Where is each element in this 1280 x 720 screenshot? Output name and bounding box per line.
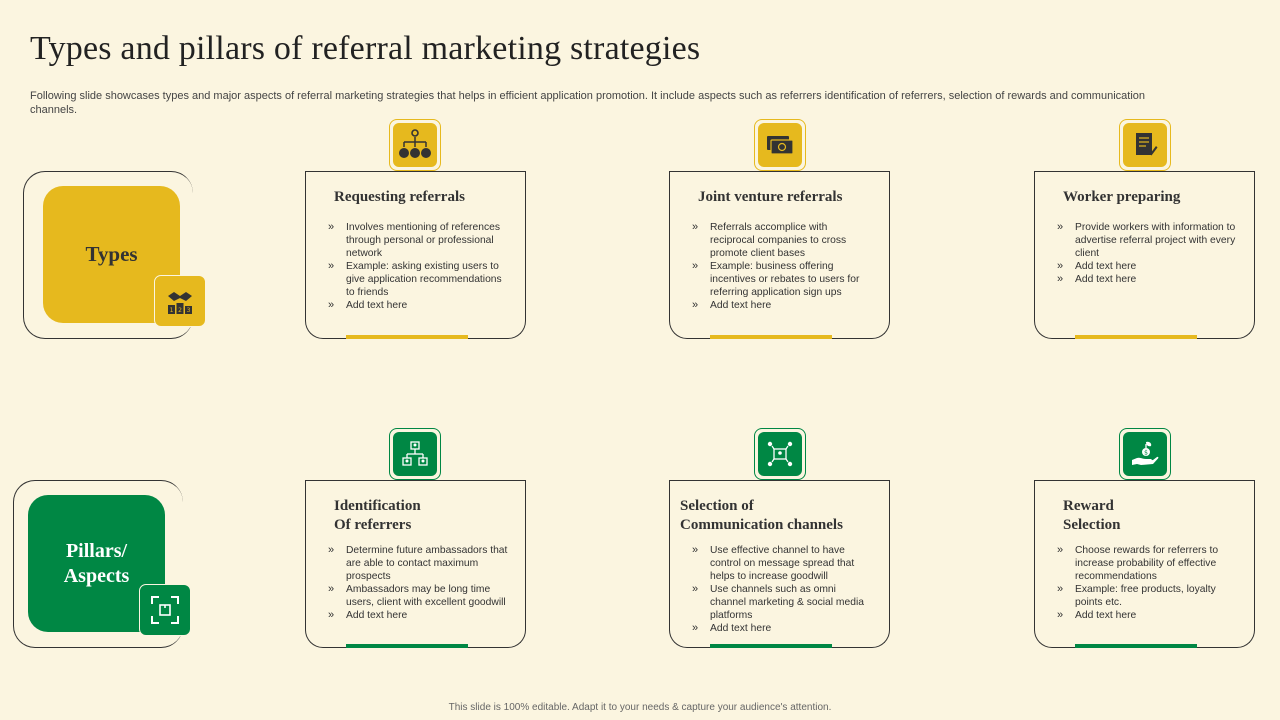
card-title-line1: Selection of <box>680 498 754 514</box>
pillar-card-communication-channels: Selection of Communication channels Use … <box>669 480 890 648</box>
list-item: Add text here <box>692 622 872 635</box>
list-item: Add text here <box>1057 260 1237 273</box>
list-item: Referrals accomplice with reciprocal com… <box>692 221 872 260</box>
card-accent-bar <box>346 644 468 648</box>
list-item: Involves mentioning of references throug… <box>328 221 508 260</box>
svg-text:3: 3 <box>187 307 191 314</box>
types-row-frame <box>23 171 193 339</box>
joint-venture-icon-box <box>754 119 806 171</box>
page-title: Types and pillars of referral marketing … <box>30 30 701 67</box>
type-card-joint-venture-referrals: Joint venture referrals Referrals accomp… <box>669 171 890 339</box>
card-title: Joint venture referrals <box>698 189 843 205</box>
document-pen-icon <box>1136 133 1158 156</box>
requesting-referrals-icon-box <box>389 119 441 171</box>
type-card-requesting-referrals: Requesting referrals Involves mentioning… <box>305 171 526 339</box>
card-accent-bar <box>1075 644 1197 648</box>
card-accent-bar <box>1075 335 1197 339</box>
card-title-line1: Identification <box>334 498 421 514</box>
card-title-line1: Reward <box>1063 498 1114 514</box>
footer-note: This slide is 100% editable. Adapt it to… <box>448 702 832 713</box>
pillar-card-reward-selection: Reward Selection Choose rewards for refe… <box>1034 480 1255 648</box>
list-item: Choose rewards for referrers to increase… <box>1057 544 1237 583</box>
reward-icon-box: $ <box>1119 428 1171 480</box>
card-bullets: Involves mentioning of references throug… <box>328 221 508 312</box>
card-bullets: Determine future ambassadors that are ab… <box>328 544 508 622</box>
identification-icon-box <box>389 428 441 480</box>
card-title: Identification Of referrers <box>334 497 421 535</box>
card-accent-bar <box>710 644 832 648</box>
card-title-line2: Selection <box>1063 517 1121 533</box>
handshake-podium-icon: 1 2 3 <box>168 292 192 314</box>
hand-money-plant-icon: $ <box>1132 441 1159 465</box>
svg-text:$: $ <box>1144 450 1148 457</box>
list-item: Determine future ambassadors that are ab… <box>328 544 508 583</box>
card-title-line2: Of referrers <box>334 517 412 533</box>
list-item: Add text here <box>1057 609 1237 622</box>
card-bullets: Provide workers with information to adve… <box>1057 221 1237 286</box>
list-item: Add text here <box>328 609 508 622</box>
card-title: Reward Selection <box>1063 497 1121 535</box>
list-item: Add text here <box>328 299 508 312</box>
pillars-row-frame <box>13 480 183 648</box>
list-item: Use channels such as omni channel market… <box>692 583 872 622</box>
money-stack-icon <box>767 136 794 155</box>
pillar-card-identification: Identification Of referrers Determine fu… <box>305 480 526 648</box>
list-item: Add text here <box>692 299 872 312</box>
card-accent-bar <box>710 335 832 339</box>
list-item: Example: asking existing users to give a… <box>328 260 508 299</box>
card-title: Selection of Communication channels <box>680 497 843 535</box>
list-item: Ambassadors may be long time users, clie… <box>328 583 508 609</box>
focus-frame-icon <box>151 596 179 624</box>
types-badge: 1 2 3 <box>154 275 206 327</box>
list-item: Provide workers with information to adve… <box>1057 221 1237 260</box>
card-title: Requesting referrals <box>334 189 465 205</box>
type-card-worker-preparing: Worker preparing Provide workers with in… <box>1034 171 1255 339</box>
page-subtitle: Following slide showcases types and majo… <box>30 90 1146 116</box>
card-bullets: Use effective channel to have control on… <box>692 544 872 635</box>
card-title: Worker preparing <box>1063 189 1181 205</box>
organization-chart-icon <box>399 129 431 158</box>
list-item: Use effective channel to have control on… <box>692 544 872 583</box>
list-item: Add text here <box>1057 273 1237 286</box>
pillars-label-line2: Aspects <box>63 564 130 587</box>
communication-icon-box <box>754 428 806 480</box>
svg-text:2: 2 <box>178 307 182 314</box>
list-item: Example: business offering incentives or… <box>692 260 872 299</box>
hierarchy-users-icon <box>402 441 428 466</box>
card-bullets: Choose rewards for referrers to increase… <box>1057 544 1237 622</box>
network-users-icon <box>767 441 793 467</box>
svg-text:1: 1 <box>170 307 174 314</box>
card-accent-bar <box>346 335 468 339</box>
worker-preparing-icon-box <box>1119 119 1171 171</box>
pillars-label-line1: Pillars/ <box>65 539 128 562</box>
pillars-badge <box>139 584 191 636</box>
card-bullets: Referrals accomplice with reciprocal com… <box>692 221 872 312</box>
types-label: Types <box>85 242 138 266</box>
card-title-line2: Communication channels <box>680 517 843 533</box>
list-item: Example: free products, loyalty points e… <box>1057 583 1237 609</box>
